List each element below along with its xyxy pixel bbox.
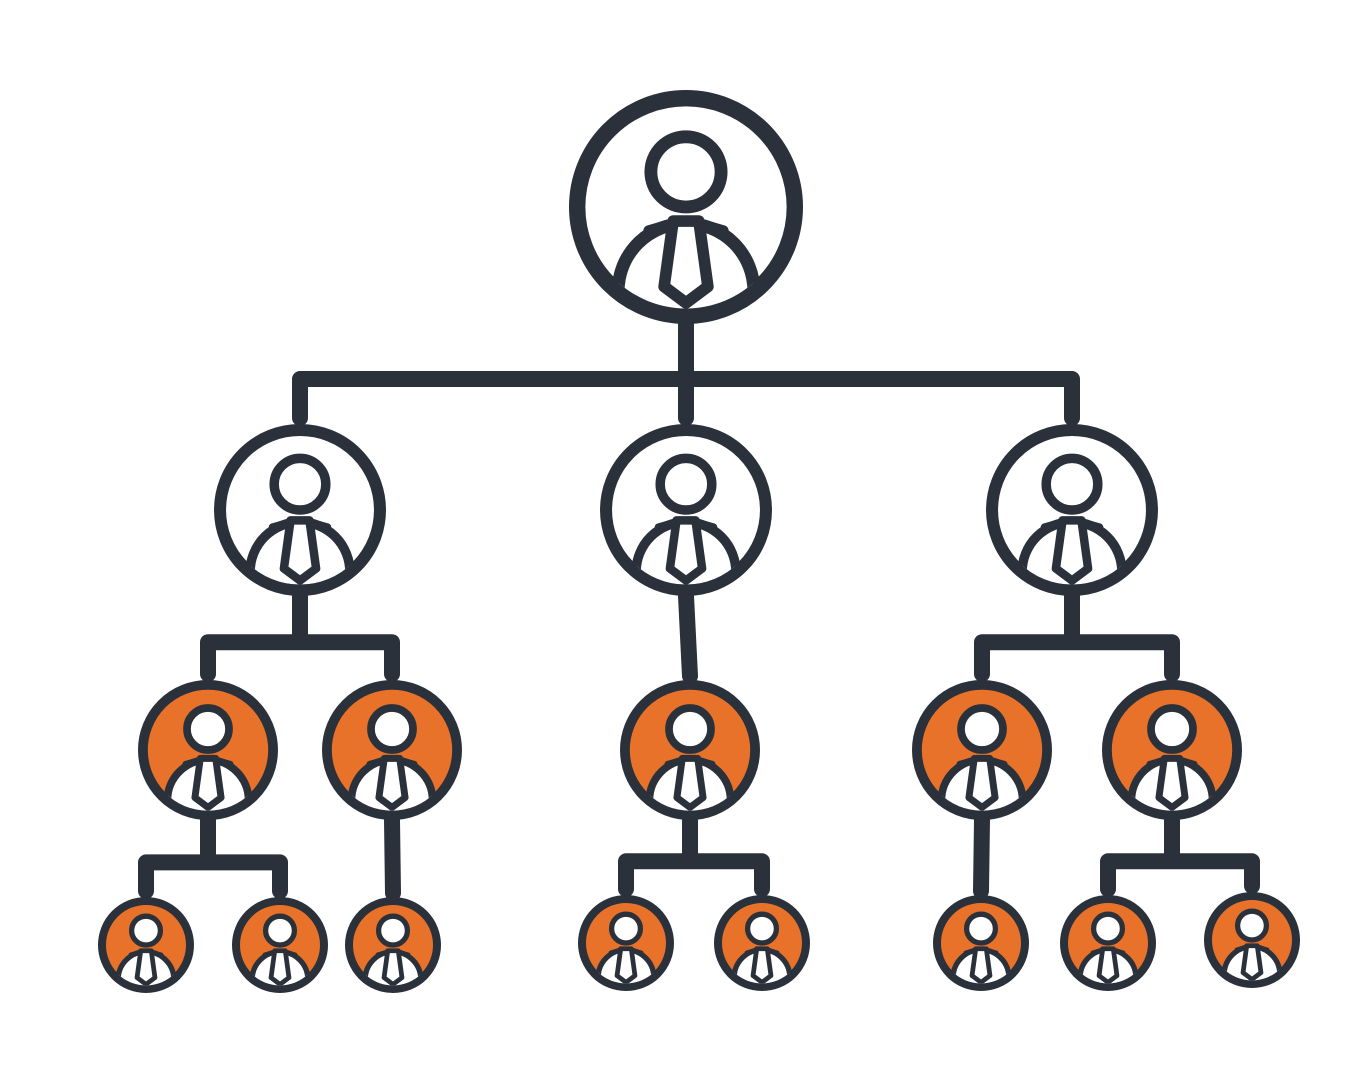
connector-l2-2 xyxy=(384,812,401,901)
org-node-l2-2 xyxy=(321,680,462,821)
connector-l2-3 xyxy=(618,812,770,897)
org-node-l2-4 xyxy=(912,680,1053,821)
org-node-l1-center xyxy=(600,423,773,596)
connector-l2-5 xyxy=(1100,812,1260,897)
org-node-l3-7 xyxy=(1060,895,1156,991)
connector-l1-right xyxy=(974,588,1180,682)
org-node-l1-left xyxy=(213,423,386,596)
org-node-l2-5 xyxy=(1102,680,1243,821)
org-nodes xyxy=(98,90,1300,993)
person-with-tie-icon xyxy=(245,453,355,585)
person-with-tie-icon xyxy=(611,130,761,309)
connector-l1-center xyxy=(678,588,698,684)
connector-l2-1 xyxy=(138,812,288,899)
person-with-tie-icon xyxy=(163,704,253,811)
org-node-l3-8 xyxy=(1204,892,1300,988)
person-with-tie-icon xyxy=(1077,911,1139,984)
connector-root xyxy=(292,316,1080,426)
org-node-l3-2 xyxy=(232,897,328,993)
org-node-l3-5 xyxy=(714,895,810,991)
org-node-root xyxy=(569,90,803,324)
connector-lines xyxy=(138,316,1260,901)
person-with-tie-icon xyxy=(249,913,311,986)
org-node-l3-6 xyxy=(933,895,1029,991)
org-node-l2-1 xyxy=(137,680,278,821)
org-node-l1-right xyxy=(986,423,1159,596)
org-node-l2-3 xyxy=(620,680,761,821)
org-node-l3-1 xyxy=(98,897,194,993)
person-with-tie-icon xyxy=(631,453,741,585)
connector-l2-4 xyxy=(973,812,990,899)
org-node-l3-3 xyxy=(345,897,441,993)
org-node-l3-4 xyxy=(578,895,674,991)
connector-l1-left xyxy=(200,588,400,682)
